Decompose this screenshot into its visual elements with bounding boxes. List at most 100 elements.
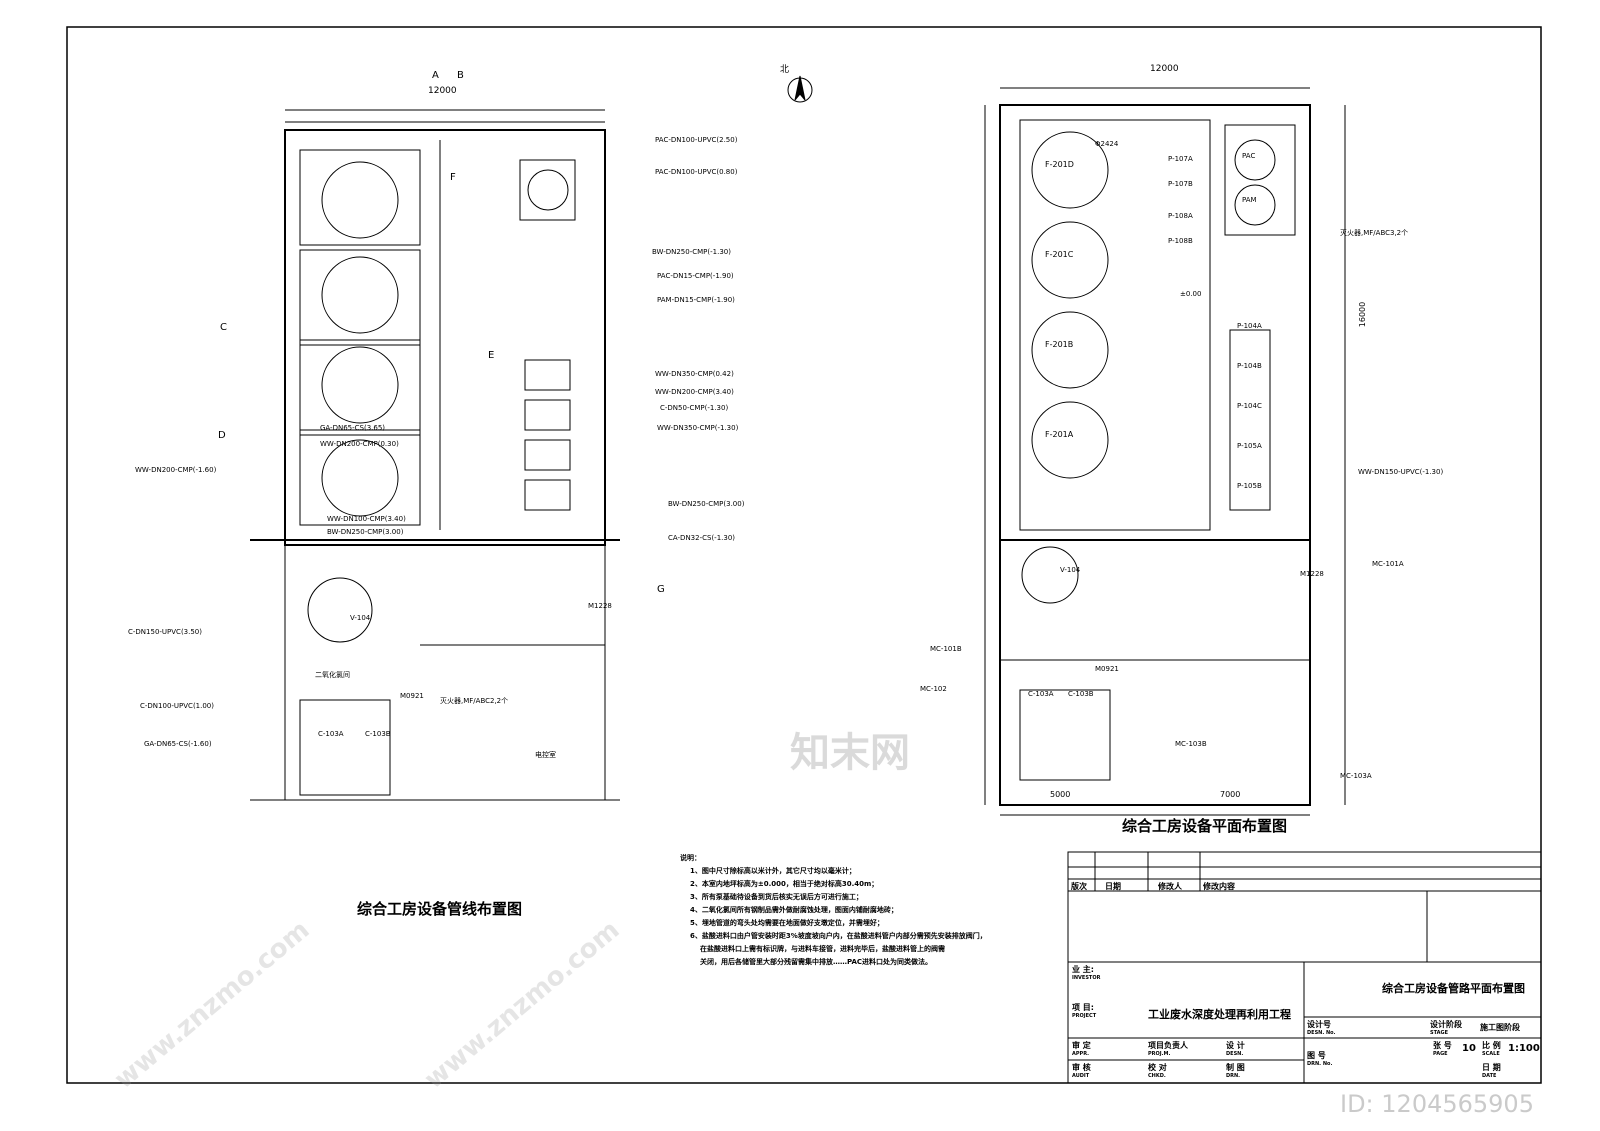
- project-label-cn: 项 目:: [1072, 1003, 1094, 1012]
- chkd-en: CHKD.: [1148, 1073, 1166, 1079]
- right-plan: [984, 87, 1346, 816]
- scale-value: 1:100: [1508, 1043, 1540, 1054]
- filter-diameter: Φ2424: [1095, 140, 1119, 148]
- pipe-label: WW-DN200-CMP(0.30): [320, 440, 399, 448]
- equipment-tag: M1228: [588, 602, 612, 610]
- pipe-label: PAC-DN15-CMP(-1.90): [657, 272, 734, 280]
- page-cn: 张 号: [1433, 1041, 1452, 1050]
- scale-cn: 比 例: [1482, 1041, 1501, 1050]
- right-plan-title: 综合工房设备平面布置图: [1122, 817, 1288, 835]
- chkd-cn: 校 对: [1148, 1063, 1167, 1072]
- equipment-tag: M1228: [1300, 570, 1324, 578]
- equipment-tag: M0921: [400, 692, 424, 700]
- north-arrow-icon: [787, 75, 813, 103]
- scale-en: SCALE: [1482, 1051, 1500, 1057]
- rev-header: 日期: [1105, 882, 1121, 891]
- drn-cn: 制 图: [1226, 1063, 1245, 1072]
- elevation-tag: ±0.00: [1180, 290, 1202, 298]
- equipment-tag: C-103A: [318, 730, 344, 738]
- audit-cn: 审 核: [1072, 1063, 1091, 1072]
- project-name: 工业废水深度处理再利用工程: [1148, 1008, 1291, 1021]
- pipe-label: CA-DN32-CS(-1.30): [668, 534, 736, 542]
- filter-tag: F-201C: [1045, 250, 1074, 259]
- note-item: 2、本室内地坪标高为±0.000，相当于绝对标高30.40m；: [690, 880, 879, 888]
- pipe-label: PAM-DN15-CMP(-1.90): [657, 296, 735, 304]
- note-item: 4、二氧化氯间所有钢制品需外做耐腐蚀处理，图面内铺耐腐地砖；: [690, 906, 898, 914]
- north-label: 北: [780, 65, 790, 75]
- pump-tag: P-105B: [1237, 482, 1262, 490]
- axis-label-e: E: [488, 350, 495, 361]
- filter-tag: F-201A: [1045, 430, 1074, 439]
- pipe-label: GA-DN65-CS(-1.60): [144, 740, 212, 748]
- left-filters: [299, 149, 421, 526]
- project-label-en: PROJECT: [1072, 1013, 1097, 1019]
- drn-no-cn: 图 号: [1307, 1051, 1326, 1060]
- pump-tag: P-104C: [1237, 402, 1262, 410]
- equipment-tag: PAM: [1242, 196, 1257, 204]
- equipment-tag: MC-101B: [930, 645, 962, 653]
- extinguisher-label: 灭火器,MF/ABC3,2个: [1340, 229, 1409, 237]
- stage-en: STAGE: [1430, 1030, 1449, 1036]
- page-en: PAGE: [1433, 1051, 1448, 1057]
- axis-label-b: B: [457, 70, 464, 81]
- side-dim: 16000: [1358, 301, 1368, 328]
- pipe-label: BW-DN250-CMP(3.00): [668, 500, 745, 508]
- notes-block: 说明： 1、图中尺寸除标高以米计外，其它尺寸均以毫米计； 2、本室内地坪标高为±…: [680, 852, 987, 969]
- pipe-label: C-DN100-UPVC(1.00): [140, 702, 214, 710]
- pipe-label: PAC-DN100-UPVC(0.80): [655, 168, 738, 176]
- equipment-tag: M0921: [1095, 665, 1119, 673]
- project-label: 项 目:PROJECT: [1072, 1002, 1096, 1019]
- desn-en: DESN.: [1226, 1051, 1244, 1057]
- equipment-tag: PAC: [1242, 152, 1256, 160]
- axis-label-a: A: [432, 70, 439, 81]
- audit-en: AUDIT: [1072, 1073, 1090, 1079]
- pipe-label: WW-DN350-CMP(-1.30): [657, 424, 739, 432]
- projm-cn: 项目负责人: [1148, 1041, 1188, 1050]
- stage-value: 施工图阶段: [1480, 1023, 1520, 1032]
- axis-label-d: D: [218, 430, 226, 441]
- note-item: 6、盐酸进料口由户管安装时距3%坡度坡向户内，在盐酸进料管户内部分需预先安装排放…: [690, 932, 987, 940]
- equipment-tag: C-103B: [365, 730, 391, 738]
- watermark-brand: 知末网: [790, 730, 910, 776]
- pump-tag: P-104A: [1237, 322, 1262, 330]
- projm-en: PROJ.M.: [1148, 1051, 1171, 1057]
- title-block-lines: [1067, 851, 1542, 1084]
- desn-no-en: DESN. No.: [1307, 1030, 1336, 1036]
- left-total-width: 12000: [428, 86, 457, 96]
- bottom-dim: 5000: [1050, 790, 1071, 799]
- investor-label: 业 主:INVESTOR: [1072, 964, 1100, 981]
- drn-en: DRN.: [1226, 1073, 1241, 1079]
- investor-label-en: INVESTOR: [1072, 975, 1101, 981]
- note-item: 3、所有泵基础待设备到货后核实无误后方可进行施工；: [690, 893, 863, 901]
- pipe-label: C-DN50-CMP(-1.30): [660, 404, 729, 412]
- pump-tag: P-107A: [1168, 155, 1193, 163]
- filter-tag: F-201D: [1045, 160, 1074, 169]
- left-plan-title: 综合工房设备管线布置图: [357, 900, 523, 918]
- page-value: 10: [1462, 1043, 1476, 1054]
- equipment-tag: MC-103B: [1175, 740, 1207, 748]
- bottom-dim: 7000: [1220, 790, 1241, 799]
- appr-en: APPR.: [1072, 1051, 1090, 1057]
- appr-cn: 审 定: [1072, 1041, 1091, 1050]
- watermark-id: ID: 1204565905: [1340, 1090, 1534, 1118]
- pipe-label: PAC-DN100-UPVC(2.50): [655, 136, 738, 144]
- equipment-tag: MC-103A: [1340, 772, 1372, 780]
- room-label: 二氧化氯间: [315, 671, 350, 679]
- rev-header: 修改内容: [1203, 882, 1235, 891]
- pipe-label: WW-DN150-UPVC(-1.30): [1358, 468, 1444, 476]
- pump-tag: P-107B: [1168, 180, 1193, 188]
- extinguisher-label: 灭火器,MF/ABC2,2个: [440, 697, 509, 705]
- note-item: 1、图中尺寸除标高以米计外，其它尺寸均以毫米计；: [690, 867, 856, 875]
- axis-label-c: C: [220, 322, 227, 333]
- date-en: DATE: [1482, 1073, 1497, 1079]
- pump-tag: P-108B: [1168, 237, 1193, 245]
